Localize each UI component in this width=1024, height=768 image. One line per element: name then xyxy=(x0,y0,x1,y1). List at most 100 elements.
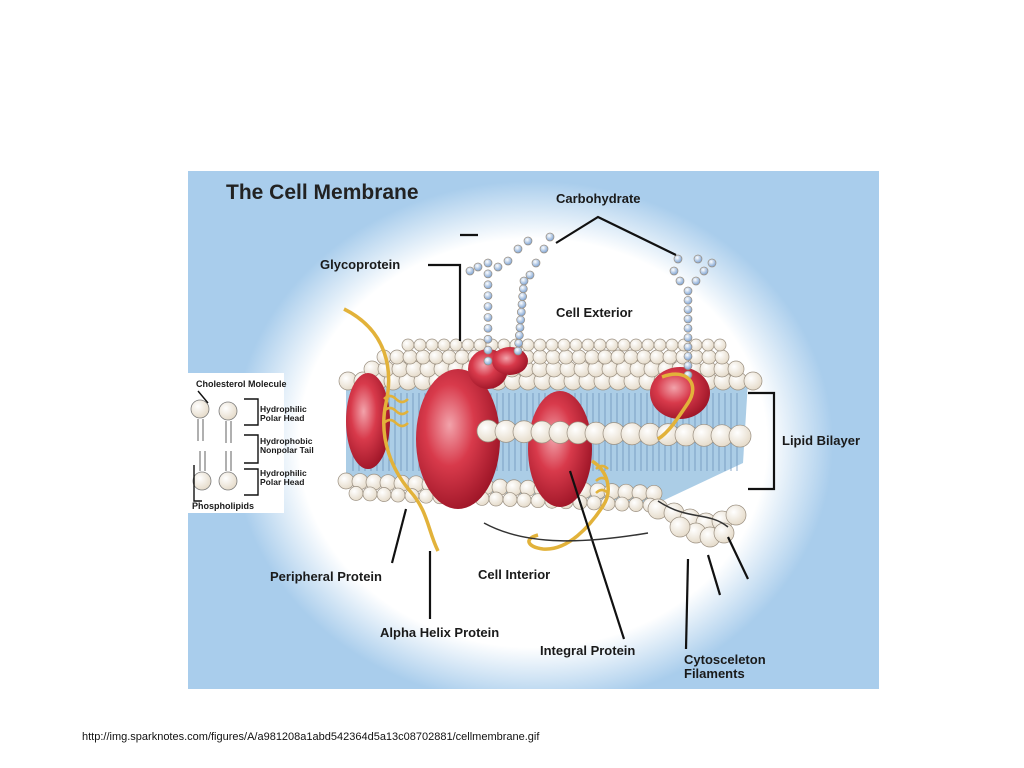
carbohydrate-bead xyxy=(518,292,528,301)
phospholipid-head xyxy=(488,491,504,507)
phospholipid-head xyxy=(581,338,595,352)
phospholipid-head xyxy=(605,338,619,352)
carbohydrate-bead xyxy=(539,244,549,254)
phospholipid-head xyxy=(545,338,559,352)
phospholipid-head xyxy=(586,495,602,511)
phospholipid-head xyxy=(728,424,752,448)
phospholipid-head xyxy=(389,349,405,365)
cytoskeleton-filaments xyxy=(483,500,729,542)
protein-right xyxy=(650,367,710,419)
carbohydrate-label: Carbohydrate xyxy=(556,191,641,206)
carbohydrate-bead xyxy=(675,276,685,286)
phospholipid-head xyxy=(628,497,644,512)
carbohydrate-bead xyxy=(483,313,493,322)
hydrophilic-polar-head-top-label: Hydrophilic Polar Head xyxy=(260,404,307,423)
carbohydrate-bead xyxy=(483,269,493,279)
carbohydrate-bead xyxy=(516,315,526,325)
phospholipid-head xyxy=(348,486,364,501)
carbohydrate-bead xyxy=(514,338,524,348)
carbohydrate-bead xyxy=(516,307,526,317)
phospholipid-head xyxy=(437,338,451,352)
phospholipid-head xyxy=(636,349,652,365)
cholesterol-molecule-label: Cholesterol Molecule xyxy=(196,379,287,389)
phospholipid-head xyxy=(571,349,587,365)
cell-membrane-figure: Cholesterol Molecule Hydrophilic Polar H… xyxy=(188,171,879,689)
phospholipid-head xyxy=(441,349,457,365)
phospholipid-head xyxy=(614,496,630,512)
carbohydrate-bead xyxy=(683,314,693,324)
phospholipid-head xyxy=(725,504,747,526)
phospholipid-head xyxy=(569,338,583,352)
phospholipid-head xyxy=(401,338,415,352)
phospholipid-head xyxy=(454,349,470,365)
integral-protein-label: Integral Protein xyxy=(540,643,636,658)
carbohydrate-bead xyxy=(515,323,525,333)
phospholipid-head xyxy=(713,522,735,544)
carbohydrate-bead xyxy=(523,236,533,246)
phospholipid-head xyxy=(533,338,547,352)
carbohydrate-bead xyxy=(673,254,683,264)
phospholipid-head xyxy=(337,472,355,490)
phospholipid-head xyxy=(623,349,639,365)
cell-exterior-label: Cell Exterior xyxy=(556,305,633,320)
carbohydrate-bead xyxy=(707,258,717,268)
phospholipid-head xyxy=(629,338,643,352)
protein-group xyxy=(346,347,710,509)
carbohydrate-bead xyxy=(514,331,524,340)
carbohydrate-bead xyxy=(683,305,693,315)
carbohydrate-bead xyxy=(483,345,493,355)
carbohydrate-bead xyxy=(483,334,493,344)
phospholipid-head xyxy=(557,338,571,352)
alpha-helix xyxy=(343,307,695,552)
cytoskeleton-filaments-label: Cytosceleton Filaments xyxy=(684,652,766,681)
phospholipids-label: Phospholipids xyxy=(192,501,254,511)
carbohydrate-bead xyxy=(483,258,493,268)
integral-protein xyxy=(528,391,592,507)
inset-illustration xyxy=(190,390,259,502)
phospholipid-head xyxy=(545,349,561,365)
phospholipid-head xyxy=(662,349,678,365)
source-url-caption: http://img.sparknotes.com/figures/A/a981… xyxy=(82,731,540,743)
cell-interior-label: Cell Interior xyxy=(478,567,551,582)
carbohydrate-bead xyxy=(691,276,701,286)
carbohydrate-bead xyxy=(531,258,541,268)
phospholipid-head xyxy=(665,338,679,352)
membrane-illustration xyxy=(233,181,833,689)
phospholipid-head xyxy=(653,338,667,352)
alpha-helix-protein-label: Alpha Helix Protein xyxy=(380,625,500,640)
phospholipid-head xyxy=(713,338,727,352)
phospholipid-head xyxy=(610,349,626,365)
carbohydrate-bead xyxy=(669,266,679,276)
phospholipid-head xyxy=(425,338,439,352)
carbohydrate-bead xyxy=(519,276,529,286)
carbohydrate-bead xyxy=(683,333,693,343)
carbohydrate-bead xyxy=(473,262,483,272)
phospholipid-head xyxy=(669,516,691,538)
carbohydrate-bead xyxy=(503,256,513,266)
protein-left xyxy=(346,373,390,469)
carbohydrate-bead xyxy=(483,323,493,333)
phospholipid-head xyxy=(727,360,745,378)
phospholipid-head xyxy=(390,487,406,503)
carbohydrate-bead xyxy=(683,295,693,305)
carbohydrate-bead xyxy=(545,232,555,242)
lipid-bilayer-label: Lipid Bilayer xyxy=(782,433,861,448)
carbohydrate-bead xyxy=(493,262,503,272)
protein-central xyxy=(416,369,500,509)
phospholipid-inset: Cholesterol Molecule Hydrophilic Polar H… xyxy=(188,373,314,513)
carbohydrate-bead xyxy=(699,266,709,276)
carbohydrate-bead xyxy=(513,244,523,254)
phospholipid-head xyxy=(521,338,535,352)
phospholipid-head xyxy=(428,349,444,365)
carbohydrate-bead xyxy=(683,323,693,333)
hydrophilic-polar-head-bottom-label: Hydrophilic Polar Head xyxy=(260,468,307,487)
phospholipid-head xyxy=(593,338,607,352)
carbohydrate-bead xyxy=(693,254,703,264)
carbohydrate-bead xyxy=(483,356,493,366)
phospholipid-head xyxy=(413,338,427,352)
phospholipid-head xyxy=(617,338,631,352)
carbohydrate-bead xyxy=(525,270,535,280)
phospholipid-head xyxy=(502,492,518,507)
phospholipid-head xyxy=(362,486,378,502)
phospholipid-head xyxy=(597,349,613,365)
